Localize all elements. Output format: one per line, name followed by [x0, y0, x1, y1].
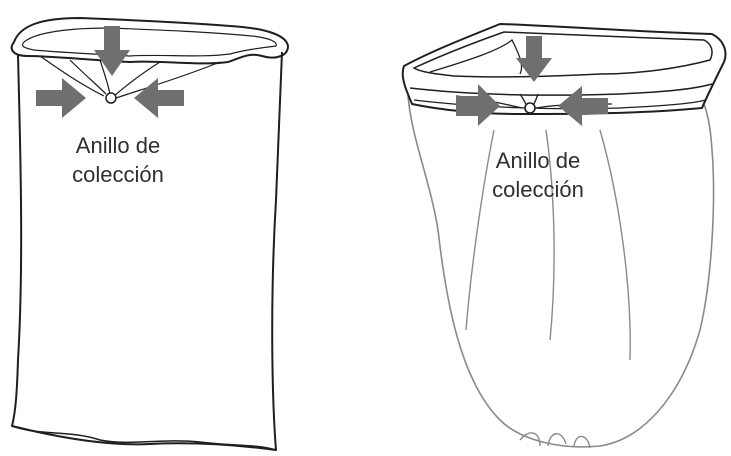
right-arrow-left — [558, 86, 608, 126]
left-bin-illustration — [10, 17, 289, 451]
left-collection-ring-label: Anillo de colección — [38, 131, 198, 189]
right-label-line-1: Anillo de — [495, 148, 581, 173]
right-arrow-down — [516, 36, 552, 82]
left-bag-fold-5 — [115, 61, 221, 99]
left-bag-fold-4 — [113, 61, 161, 97]
left-label-line-1: Anillo de — [75, 133, 161, 158]
right-arrow-right — [456, 84, 500, 126]
left-bin-bottom-edge — [11, 425, 277, 451]
right-bag-fold-2 — [545, 129, 555, 341]
right-tray-rim-inner — [412, 31, 713, 78]
left-label-line-2: colección — [72, 162, 164, 187]
left-bin-rim-inner — [21, 27, 277, 57]
right-tray-front-band — [409, 83, 713, 96]
right-tray-outer — [401, 23, 727, 115]
left-bin-body — [11, 51, 283, 451]
right-collection-ring — [524, 102, 536, 114]
left-bag-fold-3 — [99, 59, 111, 95]
right-tray-floor — [429, 38, 523, 75]
left-collection-ring — [105, 92, 117, 104]
right-bag-fold-3 — [599, 129, 631, 361]
left-bin-rim-outer — [10, 17, 289, 65]
left-bag-fold-2 — [69, 59, 107, 95]
left-arrow-down — [94, 26, 130, 76]
right-collection-ring-label: Anillo de colección — [458, 146, 618, 204]
right-bag-bottom-gathers — [519, 432, 591, 449]
right-bag-outline — [407, 95, 715, 448]
right-label-line-2: colección — [492, 177, 584, 202]
right-tray-illustration — [401, 23, 727, 449]
right-bag-fold-1 — [465, 129, 495, 331]
left-arrow-left — [134, 78, 184, 118]
left-arrow-right — [36, 78, 86, 118]
left-bag-fold-1 — [39, 55, 105, 97]
